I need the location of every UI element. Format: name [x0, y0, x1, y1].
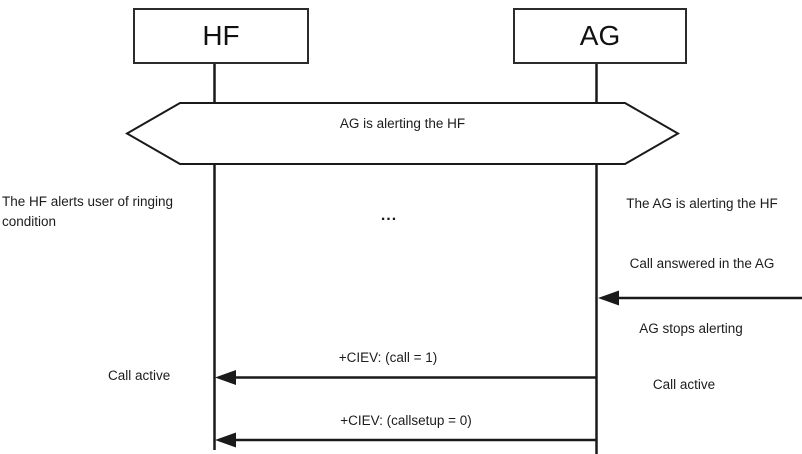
state-banner-label: AG is alerting the HF [339, 116, 466, 131]
message-label-ciev-call: +CIEV: (call = 1) [338, 350, 438, 365]
continuation-ellipsis: ... [380, 207, 398, 224]
note-call-active-ag: Call active [652, 377, 716, 392]
note-call-active-hf: Call active [108, 368, 171, 383]
ciev-call-arrow [215, 370, 597, 385]
message-label-ciev-callsetup: +CIEV: (callsetup = 0) [340, 413, 472, 428]
call-answered-arrow [598, 290, 802, 306]
participant-ag: AG [513, 8, 687, 64]
note-hf-ringing: The HF alerts user of ringing condition [2, 194, 174, 229]
note-ag-alerting: The AG is alerting the HF [626, 196, 778, 211]
note-ag-stops-alerting: AG stops alerting [639, 321, 743, 336]
participant-ag-label: AG [579, 20, 621, 51]
participant-hf: HF [133, 8, 309, 64]
ciev-callsetup-arrow [215, 432, 597, 448]
note-call-answered: Call answered in the AG [629, 256, 775, 271]
state-banner-hexagon [124, 102, 681, 165]
participant-hf-label: HF [202, 20, 240, 51]
